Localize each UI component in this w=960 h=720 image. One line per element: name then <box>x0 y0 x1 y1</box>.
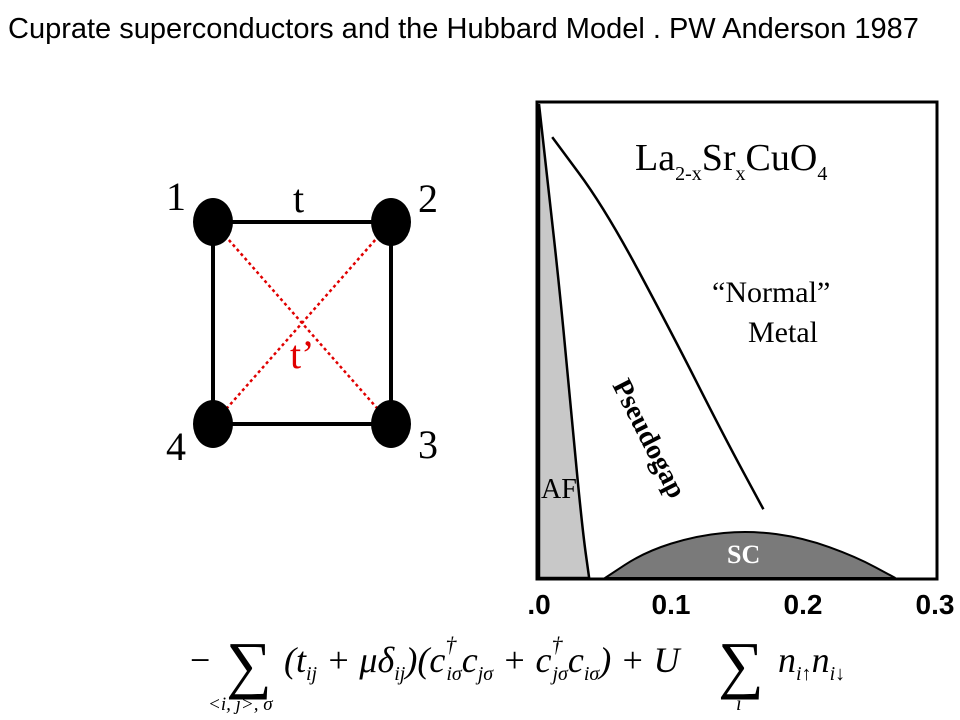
sc-label: SC <box>727 540 760 569</box>
x-tick-label: 0.3 <box>916 589 955 620</box>
site-label-2: 2 <box>418 176 438 221</box>
eq-interaction-term: ni↑ni↓ <box>778 640 845 685</box>
site-label-4: 4 <box>166 424 186 469</box>
x-tick-label: .0 <box>527 589 550 620</box>
site-label-3: 3 <box>418 422 438 467</box>
site-2 <box>371 198 411 246</box>
site-label-1: 1 <box>166 174 186 219</box>
x-axis-ticks: .0 0.1 0.2 0.3 <box>527 589 954 620</box>
normal-metal-label-line1: “Normal” <box>712 276 830 309</box>
sc-dome <box>601 531 896 579</box>
eq-sum-2: ∑ <box>718 629 764 700</box>
pseudogap-crossover-line <box>551 136 765 510</box>
plaquette-sites <box>193 198 411 448</box>
plaquette-bonds <box>211 220 393 426</box>
eq-sum-1: ∑ <box>226 629 272 700</box>
eq-sum-1-subscript: <i, j>, σ <box>208 694 273 715</box>
site-3 <box>371 400 411 448</box>
eq-minus: − <box>190 640 210 680</box>
diagonal-2-4 <box>212 221 392 425</box>
compound-formula: La2-xSrxCuO4 <box>635 137 827 185</box>
af-region <box>537 103 591 580</box>
af-label: AF <box>541 474 577 505</box>
hopping-label-t: t <box>293 176 304 221</box>
hopping-label-t-prime: t’ <box>290 332 314 377</box>
x-tick-label: 0.1 <box>652 589 691 620</box>
normal-metal-label-line2: Metal <box>748 316 818 349</box>
slide-title: Cuprate superconductors and the Hubbard … <box>8 13 919 45</box>
site-4 <box>193 400 233 448</box>
eq-sum-2-subscript: i <box>736 693 742 715</box>
site-1 <box>193 198 233 246</box>
plaquette-diagonals <box>212 221 392 425</box>
eq-main-terms: (tij + μδij)(c†iσcjσ + c†jσciσ) + U <box>284 632 682 685</box>
x-tick-label: 0.2 <box>784 589 823 620</box>
